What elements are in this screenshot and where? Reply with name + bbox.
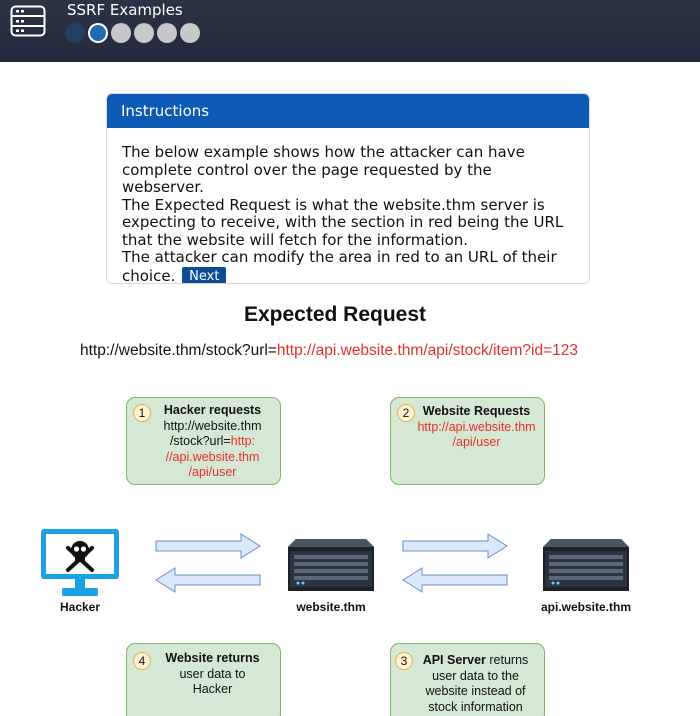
instructions-heading: Instructions [107,94,589,128]
hacker-monitor-icon [41,529,119,596]
skull-icon [66,541,94,572]
step-4-title: Website returns [165,651,260,665]
step-3-title: API Server [422,653,486,667]
instructions-line-1: The below example shows how the attacker… [122,143,525,196]
step-3-number: 3 [395,652,413,670]
step-2-line-1: http://api.website.thm [417,419,536,434]
step-dot-3[interactable] [111,23,131,43]
step-4-line-2: Hacker [192,682,233,696]
step-1-line-2a: /stock?url= [169,434,231,448]
step-2-bubble: 2 Website Requests http://api.website.th… [390,397,545,485]
step-2-title: Website Requests [422,404,531,418]
instructions-line-2: The Expected Request is what the website… [122,195,564,249]
step-1-line-4: /api/user [188,465,237,479]
arrow-right-request-1 [155,533,261,559]
step-3-bubble: 3 API Server returns user data to the we… [390,643,545,716]
step-2-number: 2 [397,404,415,422]
step-2-line-2: /api/user [452,435,501,449]
website-label: website.thm [296,600,366,614]
step-1-bubble: 1 Hacker requests http://website.thm /st… [126,397,281,485]
arrow-right-request-2 [402,533,508,559]
step-4-number: 4 [133,652,151,670]
url-param: http://api.website.thm/api/stock/item?id… [276,342,578,359]
expected-request-url: http://website.thm/stock?url=http://api.… [80,342,578,360]
next-button[interactable]: Next [182,266,227,283]
arrow-left-response-2 [402,567,508,593]
server-rack-icon[interactable] [10,5,46,37]
api-label: api.website.thm [540,600,632,614]
step-dot-6[interactable] [180,23,200,43]
instructions-card: Instructions The below example shows how… [106,93,590,284]
page-title: SSRF Examples [67,1,183,19]
api-server-icon [543,539,629,591]
step-3-title-rest: returns [485,653,529,667]
step-1-line-3: //api.website.thm [165,449,260,464]
step-dot-4[interactable] [134,23,154,43]
step-3-line-3: stock information [428,699,523,714]
step-3-line-1: user data to the [432,668,519,683]
step-3-line-2: website instead of [425,684,526,698]
instructions-body: The below example shows how the attacker… [107,128,589,284]
step-dot-1[interactable] [65,23,85,43]
step-4-bubble: 4 Website returns user data to Hacker [126,643,281,716]
instructions-line-3-text: The attacker can modify the area in red … [122,248,557,284]
step-1-number: 1 [133,404,151,422]
step-dot-2[interactable] [88,23,108,43]
url-prefix: http://website.thm/stock?url= [80,342,277,359]
arrow-left-response-1 [155,567,261,593]
top-bar: SSRF Examples [0,0,700,62]
step-4-line-1: user data to [179,666,246,681]
step-1-line-1: http://website.thm [163,418,262,433]
hacker-label: Hacker [59,600,101,614]
website-server-icon [288,539,374,591]
step-dot-5[interactable] [157,23,177,43]
diagram-title: Expected Request [243,303,427,326]
step-1-title: Hacker requests [163,403,262,417]
step-1-line-2b: http: [230,434,256,448]
instructions-line-3: The attacker can modify the area in red … [122,248,575,284]
